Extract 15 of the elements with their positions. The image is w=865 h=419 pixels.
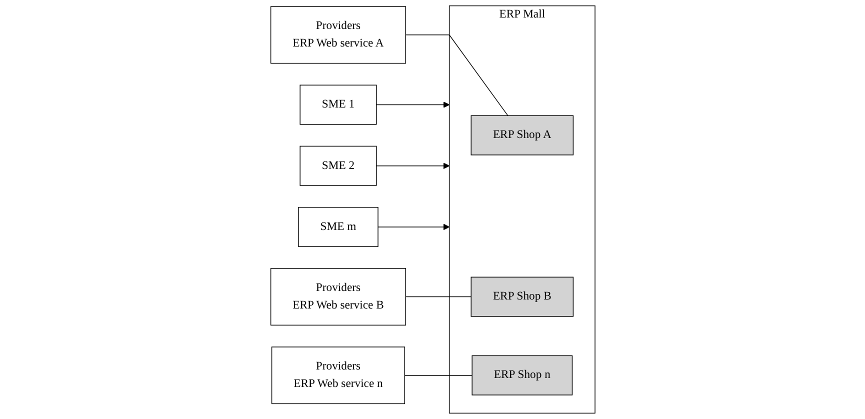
connector: [404, 34, 508, 116]
arrow: [376, 102, 450, 108]
node-box: ERP Shop n: [471, 355, 572, 396]
node-box: SME 2: [299, 146, 376, 186]
arrow: [376, 162, 450, 170]
arrow: [377, 224, 450, 230]
node-box: SME 1: [299, 84, 376, 125]
node-box: Providers ERP Web service A: [270, 6, 406, 64]
connector: [404, 374, 472, 376]
node-box: ERP Shop B: [470, 276, 574, 317]
node-box: ERP Shop A: [470, 115, 574, 156]
node-box: Providers ERP Web service n: [271, 346, 405, 404]
node-box: Providers ERP Web service B: [270, 268, 406, 326]
connector: [404, 296, 472, 298]
node-box: SME m: [298, 206, 378, 247]
